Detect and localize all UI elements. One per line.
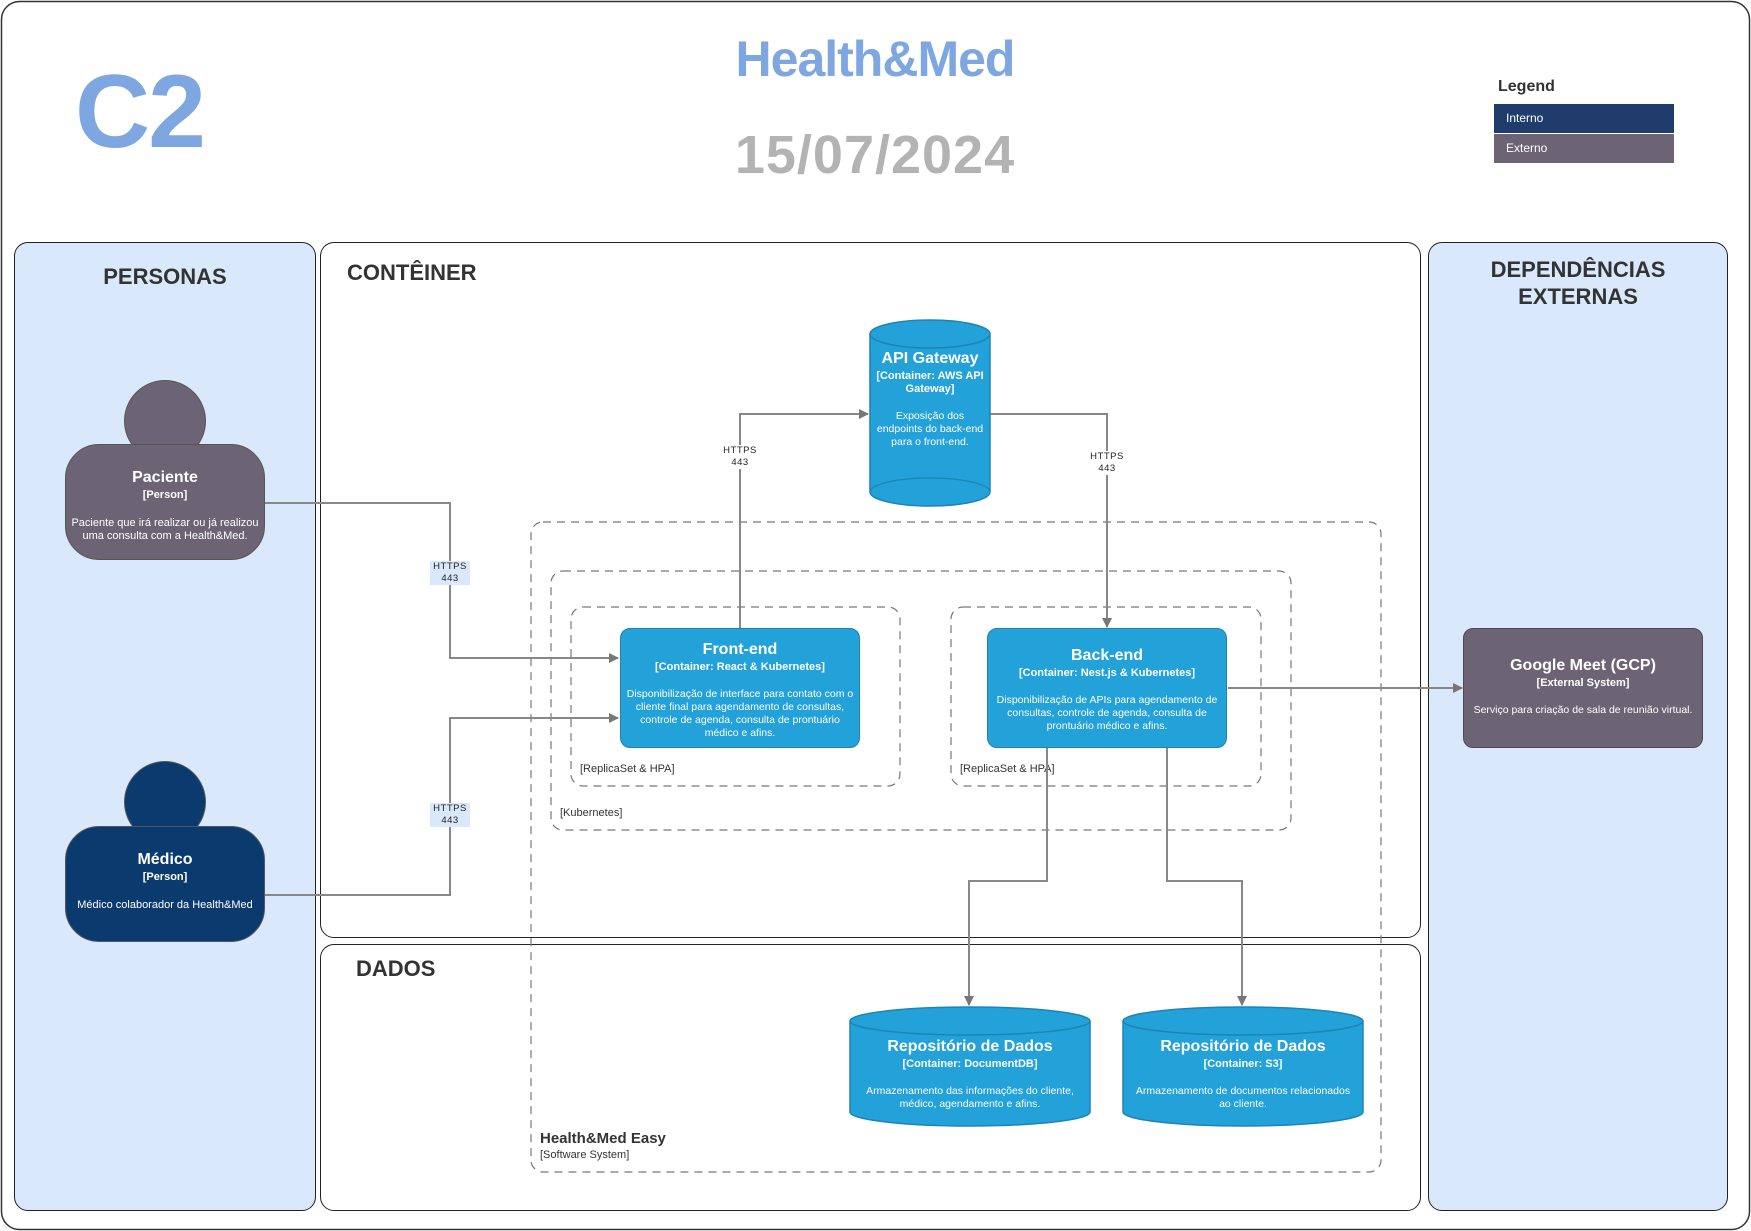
person-type: [Person] (142, 489, 188, 501)
system-type: [External System] (1536, 677, 1630, 689)
container-name: Front-end (702, 641, 778, 658)
edge-label-frontend-api: HTTPS 443 (720, 445, 760, 469)
external-panel-title-line1: DEPENDÊNCIAS (1490, 257, 1666, 282)
person-description: Médico colaborador da Health&Med (77, 899, 253, 911)
container-name: Repositório de Dados (887, 1038, 1053, 1055)
system-name: Google Meet (GCP) (1510, 657, 1656, 674)
paciente-person[interactable]: Paciente [Person] Paciente que irá reali… (65, 444, 265, 560)
diagram-date: 15/07/2024 (734, 125, 1016, 185)
edge-label-api-backend: HTTPS 443 (1087, 451, 1127, 475)
person-description: Paciente que irá realizar ou já realizou… (71, 517, 259, 542)
container-description: Disponibilização de interface para conta… (626, 688, 854, 739)
edge-label-protocol: HTTPS (1090, 451, 1124, 462)
container-description: Armazenamento de documentos relacionados… (1135, 1085, 1351, 1110)
edge-label-protocol: HTTPS (433, 803, 467, 814)
medico-person[interactable]: Médico [Person] Médico colaborador da He… (65, 826, 265, 942)
legend-item-externo: Externo (1494, 134, 1674, 163)
edge-label-paciente: HTTPS 443 (430, 561, 470, 585)
edge-label-port: 443 (441, 573, 459, 584)
container-type: [Container: React & Kubernetes] (655, 661, 825, 673)
container-panel-title: CONTÊINER (347, 260, 477, 285)
software-system-type: [Software System] (540, 1149, 630, 1161)
diagram-level-badge: C2 (75, 54, 206, 170)
edge-label-port: 443 (1098, 463, 1116, 474)
container-name: Back-end (1070, 647, 1144, 664)
container-name: API Gateway (881, 350, 979, 367)
diagram-title: Health&Med (735, 31, 1016, 87)
software-system-name: Health&Med Easy (540, 1130, 666, 1147)
replicaset-front-label: [ReplicaSet & HPA] (580, 763, 675, 775)
container-description: Armazenamento das informações do cliente… (866, 1085, 1074, 1110)
container-name: Repositório de Dados (1160, 1038, 1326, 1055)
container-type: [Container: Nest.js & Kubernetes] (1018, 667, 1196, 679)
data-panel-title: DADOS (356, 956, 436, 981)
container-description: Disponibilização de APIs para agendament… (996, 694, 1218, 732)
google-meet-external-system[interactable]: Google Meet (GCP) [External System] Serv… (1463, 628, 1703, 748)
edge-label-port: 443 (731, 457, 749, 468)
container-description: Exposição dos endpoints do back-end para… (876, 410, 984, 448)
edge-label-medico: HTTPS 443 (430, 803, 470, 827)
personas-panel-title: PERSONAS (103, 264, 227, 289)
s3-repository[interactable]: Repositório de Dados [Container: S3] Arm… (1123, 1032, 1363, 1111)
container-type: [Container: S3] (1203, 1058, 1283, 1070)
replicaset-back-label: [ReplicaSet & HPA] (960, 763, 1055, 775)
person-name: Paciente (132, 469, 198, 486)
container-type: [Container: AWS API Gateway] (876, 370, 984, 395)
documentdb-repository[interactable]: Repositório de Dados [Container: Documen… (850, 1032, 1090, 1111)
kubernetes-label: [Kubernetes] (560, 807, 623, 819)
container-type: [Container: DocumentDB] (902, 1058, 1038, 1070)
backend-container[interactable]: Back-end [Container: Nest.js & Kubernete… (987, 628, 1227, 748)
frontend-container[interactable]: Front-end [Container: React & Kubernetes… (620, 628, 860, 748)
edge-label-port: 443 (441, 815, 459, 826)
system-description: Serviço para criação de sala de reunião … (1473, 704, 1693, 716)
external-panel-title-line2: EXTERNAS (1518, 284, 1638, 309)
person-name: Médico (137, 851, 193, 868)
edge-label-protocol: HTTPS (723, 445, 757, 456)
person-type: [Person] (142, 871, 188, 883)
edge-label-protocol: HTTPS (433, 561, 467, 572)
api-gateway-container[interactable]: API Gateway [Container: AWS API Gateway]… (870, 346, 990, 449)
legend-item-interno: Interno (1494, 104, 1674, 133)
legend-title: Legend (1498, 78, 1555, 95)
